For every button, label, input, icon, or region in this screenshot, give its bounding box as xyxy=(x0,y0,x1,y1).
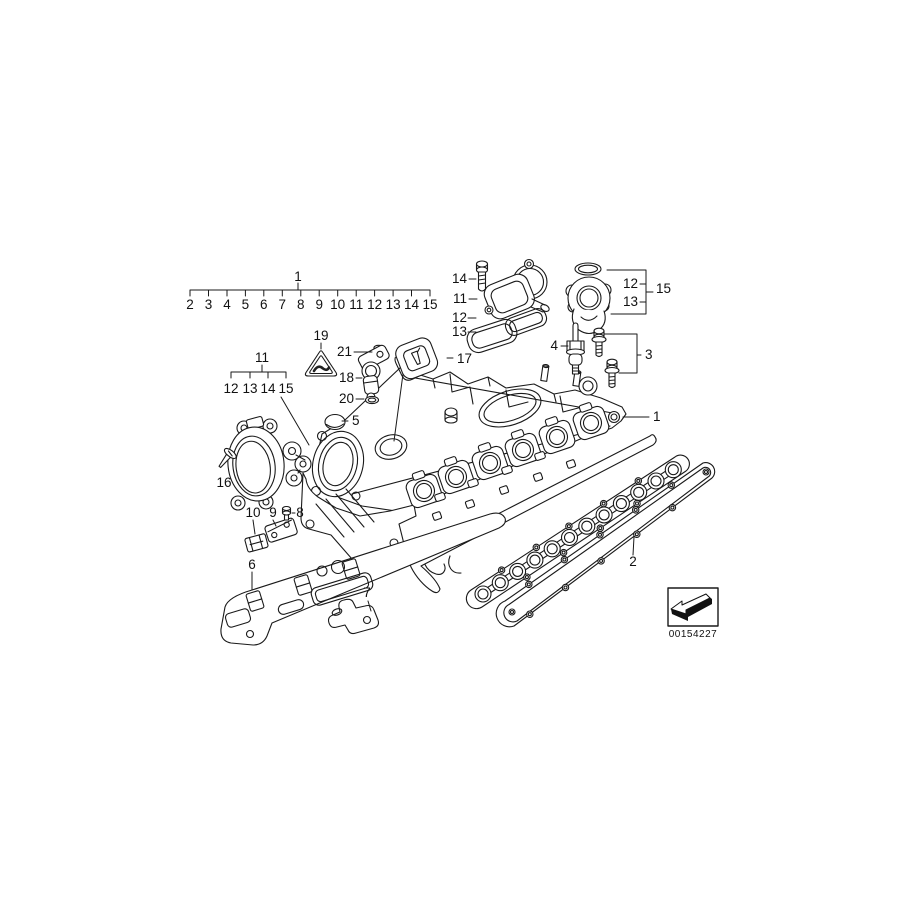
heat-shield-drawing xyxy=(220,512,506,646)
callout-heat-shield: 6 xyxy=(248,557,256,572)
ruler-tick-label: 3 xyxy=(205,297,213,312)
damper-stud-drawing xyxy=(565,322,586,375)
ruler-tick-label: 8 xyxy=(297,297,305,312)
bolts3-bracket-lines xyxy=(603,333,642,374)
diagram-code: 00154227 xyxy=(669,629,718,640)
ruler-tick-label: 12 xyxy=(367,297,382,312)
vent-cover-bolt-drawing xyxy=(475,260,489,292)
warning-triangle-icon xyxy=(304,350,338,377)
chain-ring-gasket xyxy=(465,454,690,610)
ruler-tick-label: 13 xyxy=(386,297,401,312)
vent-bracket-lines xyxy=(606,269,654,315)
throttle-bracket-lines xyxy=(230,364,310,446)
vent-gasket-upper-drawing xyxy=(504,308,548,336)
outer-profile-gasket xyxy=(495,462,716,628)
ruler-tick-label: 6 xyxy=(260,297,268,312)
callout-support-bracket: 7 xyxy=(363,585,371,600)
line-drawing xyxy=(189,258,719,646)
callout-clip: 10 xyxy=(245,505,260,520)
callout-profile-gasket: 2 xyxy=(629,554,637,569)
ruler-tick-label: 7 xyxy=(279,297,287,312)
callout-blind-cap: 5 xyxy=(352,413,360,428)
callout-sensor-bolt: 21 xyxy=(337,344,352,359)
ruler-tick-label: 14 xyxy=(404,297,420,312)
callout-vent-cover-gasket: 12 xyxy=(452,310,467,325)
vent-bracket-label-12: 12 xyxy=(623,276,638,291)
callout-vent-cover: 11 xyxy=(453,291,467,306)
leader-lines xyxy=(189,269,654,612)
oil-can-icon xyxy=(410,347,421,365)
oil-filler-neck xyxy=(374,434,408,460)
labels: 1 2 3 4 5 6 7 8 9 10 11 12 13 14 15 11 1… xyxy=(186,269,717,640)
throttle-screw-drawing xyxy=(218,447,237,469)
ruler-bracket xyxy=(189,282,431,297)
support-bracket-drawing xyxy=(327,598,380,635)
callout-vent-cover-bolt: 14 xyxy=(452,271,468,286)
callout-mount-bolts: 3 xyxy=(645,347,653,362)
callout-position-sensor: 18 xyxy=(339,370,354,385)
callout-oil-filler-cap: 17 xyxy=(457,351,472,366)
oil-filler-cap-drawing xyxy=(394,337,439,381)
front-opening xyxy=(311,430,365,498)
throttle-bracket-tick-label: 14 xyxy=(260,381,276,396)
vent-bracket-label-13: 13 xyxy=(623,294,638,309)
inner-gasket-strip xyxy=(409,434,657,594)
ruler-tick-label: 2 xyxy=(186,297,194,312)
throttle-bracket-parent-label: 11 xyxy=(255,350,269,365)
throttle-bracket-tick-label: 15 xyxy=(278,381,293,396)
valve-cover-drawing xyxy=(300,363,627,575)
footer-stamp xyxy=(667,587,719,627)
callout-throttle-screw: 16 xyxy=(216,475,231,490)
throttle-bracket-tick-label: 13 xyxy=(242,381,257,396)
sensor-oring-drawing xyxy=(364,395,380,405)
callout-cylinder-head-cover: 1 xyxy=(653,409,661,424)
mount-bolts-drawing xyxy=(591,327,620,389)
blind-cap-drawing xyxy=(324,413,346,431)
intake-ports xyxy=(405,402,610,509)
vent-cover-drawing xyxy=(483,258,550,320)
ruler-parent-label: 1 xyxy=(294,269,302,284)
clip-drawing xyxy=(244,533,269,553)
ruler-tick-label: 4 xyxy=(223,297,231,312)
throttle-body-drawing xyxy=(218,415,312,511)
callout-holder-bolt: 8 xyxy=(296,505,304,520)
callout-warning-triangle: 19 xyxy=(313,328,328,343)
vent-valve-drawing xyxy=(565,262,612,335)
ruler-tick-label: 15 xyxy=(422,297,437,312)
ruler-tick-label: 11 xyxy=(349,297,363,312)
callout-damper-stud: 4 xyxy=(550,338,558,353)
callout-vent-lower-gasket: 13 xyxy=(452,324,467,339)
ruler-tick-label: 10 xyxy=(330,297,345,312)
vent-bracket-group-label: 15 xyxy=(656,281,671,296)
holder-plate-drawing xyxy=(264,517,298,543)
callout-holder-plate: 9 xyxy=(269,505,277,520)
vent-gasket-lower-drawing xyxy=(466,318,518,354)
ruler-tick-label: 5 xyxy=(242,297,250,312)
callout-sensor-oring: 20 xyxy=(339,391,354,406)
ruler-tick-label: 9 xyxy=(315,297,323,312)
holder-bolt-drawing xyxy=(281,505,292,521)
throttle-bracket-tick-label: 12 xyxy=(223,381,238,396)
